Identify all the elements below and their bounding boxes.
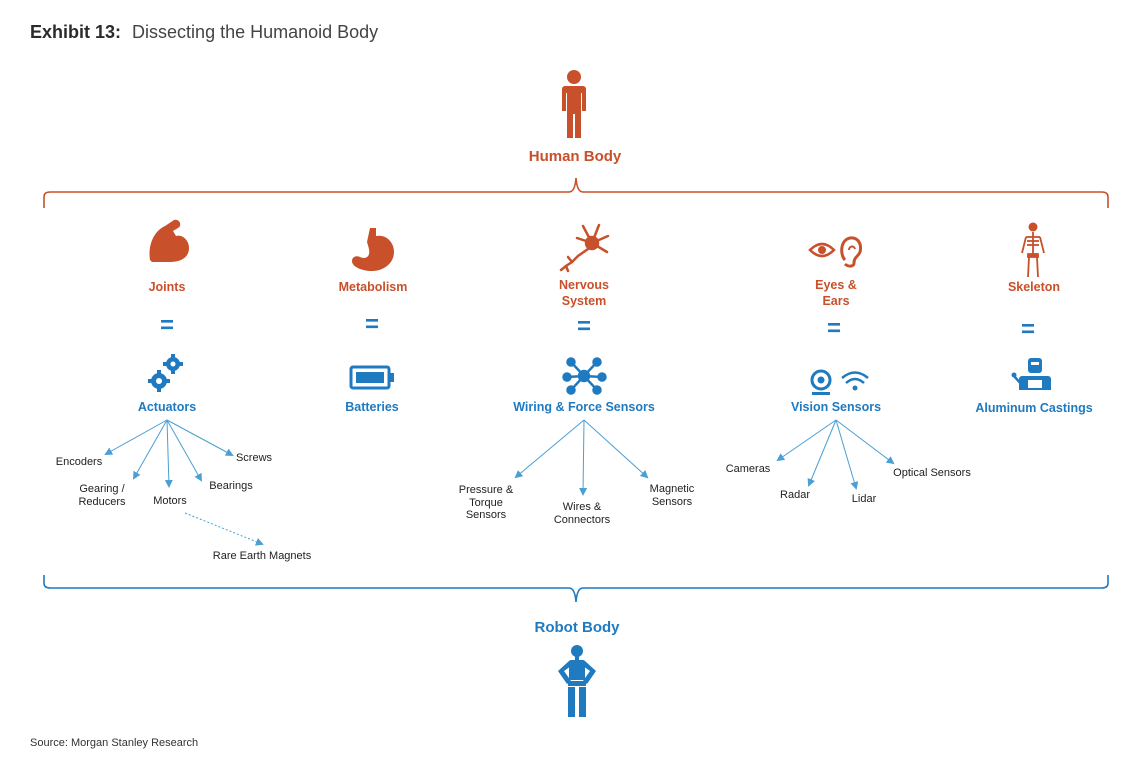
- eyes-label-line1: Eyes &: [815, 278, 857, 292]
- sub-pressure-line2: Torque: [469, 497, 503, 509]
- human-body-label: Human Body: [529, 148, 622, 165]
- camera-wifi-icon: [810, 369, 869, 395]
- battery-icon: [349, 365, 394, 390]
- gears-icon: [148, 354, 183, 392]
- sub-wires-line2: Connectors: [554, 514, 611, 526]
- sub-lidar: Lidar: [852, 493, 877, 505]
- sub-pressure-line1: Pressure &: [459, 484, 514, 496]
- equals-sign: =: [827, 315, 841, 342]
- sub-cameras: Cameras: [726, 463, 771, 475]
- exhibit-label: Exhibit 13:: [30, 22, 122, 42]
- exhibit-heading: Exhibit 13: Dissecting the Humanoid Body: [30, 22, 378, 43]
- neuron-icon: [559, 223, 610, 273]
- sub-encoders: Encoders: [56, 456, 103, 468]
- wiring-label: Wiring & Force Sensors: [513, 400, 655, 414]
- robot-figure-icon: [558, 645, 596, 717]
- human-figure-icon: [562, 70, 586, 138]
- eye-ear-icon: [808, 236, 862, 268]
- equals-sign: =: [577, 313, 591, 340]
- equals-sign: =: [160, 312, 174, 339]
- sub-bearings: Bearings: [209, 480, 253, 492]
- sub-magnetic-line1: Magnetic: [650, 483, 695, 495]
- sub-motors: Motors: [153, 495, 187, 507]
- wiring-arrows: [514, 419, 649, 496]
- sub-gearing-line2: Reducers: [78, 496, 126, 508]
- nervous-label-line1: Nervous: [559, 278, 609, 292]
- stomach-icon: [352, 228, 394, 271]
- sub-magnetic-line2: Sensors: [652, 496, 693, 508]
- equals-sign: =: [1021, 316, 1035, 343]
- network-icon: [562, 357, 607, 395]
- joints-label: Joints: [149, 280, 186, 294]
- sub-radar: Radar: [780, 489, 810, 501]
- source-note: Source: Morgan Stanley Research: [30, 737, 199, 749]
- exhibit-title: Dissecting the Humanoid Body: [132, 22, 379, 42]
- metabolism-label: Metabolism: [339, 280, 408, 294]
- aluminum-label: Aluminum Castings: [975, 401, 1092, 415]
- sub-pressure-line3: Sensors: [466, 509, 507, 521]
- equals-sign: =: [365, 311, 379, 338]
- sub-screws: Screws: [236, 452, 273, 464]
- bicep-icon: [149, 219, 189, 262]
- actuators-label: Actuators: [138, 400, 196, 414]
- sub-gearing-line1: Gearing /: [79, 483, 125, 495]
- robot-body-label: Robot Body: [535, 619, 621, 636]
- sub-optical-sensors: Optical Sensors: [893, 467, 971, 479]
- sub-rare-earth-magnets: Rare Earth Magnets: [213, 550, 312, 562]
- skeleton-label: Skeleton: [1008, 280, 1060, 294]
- welder-icon: [1011, 358, 1051, 390]
- skeleton-icon: [1021, 222, 1045, 278]
- batteries-label: Batteries: [345, 400, 399, 414]
- human-brace: [43, 177, 1109, 208]
- robot-brace: [43, 575, 1109, 603]
- eyes-label-line2: Ears: [822, 294, 849, 308]
- vision-arrows: [776, 419, 895, 490]
- nervous-label-line2: System: [562, 294, 606, 308]
- sub-wires-line1: Wires &: [563, 501, 602, 513]
- vision-label: Vision Sensors: [791, 400, 881, 414]
- actuators-arrows: [104, 419, 264, 546]
